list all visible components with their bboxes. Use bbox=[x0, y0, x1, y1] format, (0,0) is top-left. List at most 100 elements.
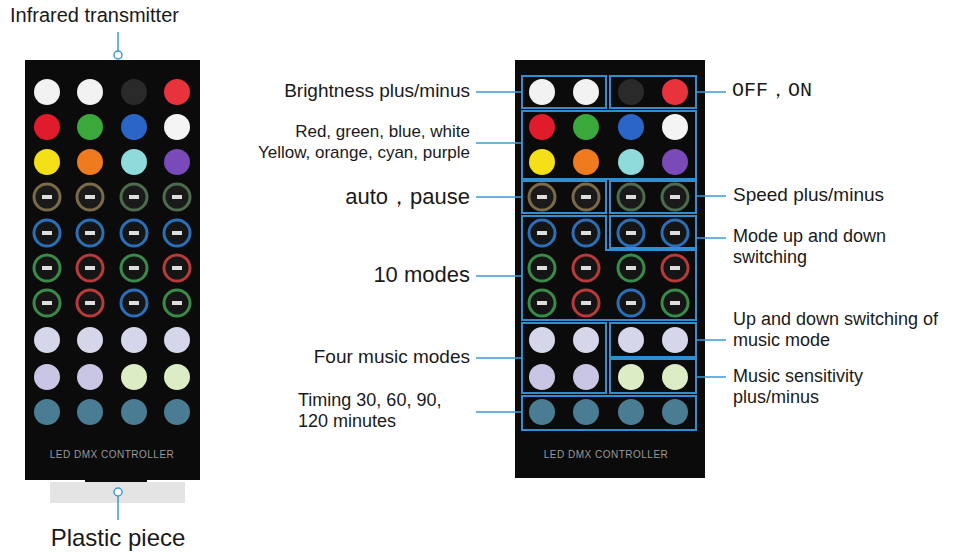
button-mark bbox=[129, 231, 139, 235]
callout-label: Red, green, blue, white bbox=[295, 122, 470, 142]
remote-button bbox=[529, 114, 555, 140]
remote-button bbox=[34, 327, 60, 353]
button-mark bbox=[670, 195, 680, 199]
callout-label: 10 modes bbox=[373, 262, 470, 287]
callout-label: Four music modes bbox=[314, 346, 470, 368]
button-mark bbox=[129, 195, 139, 199]
remote-button bbox=[618, 290, 644, 316]
remote-button bbox=[662, 184, 688, 210]
callout-label: Brightness plus/minus bbox=[284, 80, 470, 102]
remote-button bbox=[529, 255, 555, 281]
button-grid bbox=[529, 79, 688, 425]
remote-button bbox=[529, 327, 555, 353]
button-mark bbox=[581, 266, 591, 270]
callout-label: Plastic piece bbox=[51, 524, 186, 552]
button-mark bbox=[129, 301, 139, 305]
remote-button bbox=[618, 364, 644, 390]
remote-button bbox=[34, 79, 60, 105]
button-mark bbox=[85, 266, 95, 270]
remote-button bbox=[77, 399, 103, 425]
button-mark bbox=[670, 301, 680, 305]
remote-button bbox=[77, 114, 103, 140]
callout-label: auto，pause bbox=[345, 184, 470, 209]
remote-button bbox=[573, 220, 599, 246]
callout-label: OFF，ON bbox=[732, 79, 812, 102]
remote-button bbox=[662, 290, 688, 316]
remote-button bbox=[77, 327, 103, 353]
remote-button bbox=[34, 114, 60, 140]
remote-tab bbox=[85, 462, 147, 482]
remote-button bbox=[618, 220, 644, 246]
print-area bbox=[40, 448, 185, 460]
remote-button bbox=[164, 184, 190, 210]
remote-button bbox=[77, 364, 103, 390]
remote-button bbox=[121, 290, 147, 316]
remote-button bbox=[34, 364, 60, 390]
remote-button bbox=[573, 327, 599, 353]
button-grid bbox=[34, 79, 190, 425]
remote-button bbox=[164, 399, 190, 425]
remote-button bbox=[121, 114, 147, 140]
remote-button bbox=[121, 364, 147, 390]
button-mark bbox=[626, 231, 636, 235]
button-mark bbox=[537, 301, 547, 305]
remote-button bbox=[121, 149, 147, 175]
callout-label: Music sensitivity plus/minus bbox=[733, 366, 903, 407]
leader-line bbox=[476, 92, 726, 412]
remote-button bbox=[164, 114, 190, 140]
remote-button bbox=[573, 149, 599, 175]
remote-button bbox=[529, 79, 555, 105]
remote-button bbox=[662, 79, 688, 105]
remote-button bbox=[34, 149, 60, 175]
remote-button bbox=[34, 220, 60, 246]
remote-button bbox=[77, 79, 103, 105]
button-mark bbox=[85, 195, 95, 199]
remote-button bbox=[529, 184, 555, 210]
remote-button bbox=[618, 255, 644, 281]
remote-button bbox=[77, 149, 103, 175]
remote-button bbox=[77, 255, 103, 281]
remote-button bbox=[618, 149, 644, 175]
button-mark bbox=[42, 266, 52, 270]
remote-button bbox=[164, 290, 190, 316]
button-mark bbox=[85, 301, 95, 305]
button-mark bbox=[626, 266, 636, 270]
remote-button bbox=[77, 184, 103, 210]
button-mark bbox=[172, 195, 182, 199]
remote-button bbox=[164, 364, 190, 390]
remote-button bbox=[618, 79, 644, 105]
button-mark bbox=[537, 231, 547, 235]
remote-button bbox=[164, 149, 190, 175]
remote-button bbox=[121, 220, 147, 246]
remote-button bbox=[34, 184, 60, 210]
remote-button bbox=[618, 399, 644, 425]
leader-line bbox=[117, 32, 119, 51]
remote-button bbox=[34, 255, 60, 281]
button-mark bbox=[581, 195, 591, 199]
leader-line bbox=[117, 496, 119, 520]
remote-button bbox=[34, 290, 60, 316]
button-mark bbox=[537, 195, 547, 199]
remote-button bbox=[34, 399, 60, 425]
button-mark bbox=[172, 231, 182, 235]
remote-button bbox=[164, 327, 190, 353]
leader-dot bbox=[114, 51, 122, 59]
callout-label: Mode up and down switching bbox=[733, 226, 913, 267]
remote-button bbox=[121, 399, 147, 425]
button-mark bbox=[670, 266, 680, 270]
button-mark bbox=[85, 231, 95, 235]
button-mark bbox=[626, 301, 636, 305]
remote-button bbox=[529, 220, 555, 246]
remote-button bbox=[77, 290, 103, 316]
remote-button bbox=[662, 149, 688, 175]
remote-button bbox=[164, 255, 190, 281]
callout-label: Up and down switching of music mode bbox=[733, 309, 948, 350]
remote-button bbox=[662, 220, 688, 246]
button-mark bbox=[581, 301, 591, 305]
callout-label: Infrared transmitter bbox=[10, 4, 179, 27]
button-mark bbox=[626, 195, 636, 199]
remote-button bbox=[662, 327, 688, 353]
button-mark bbox=[172, 301, 182, 305]
